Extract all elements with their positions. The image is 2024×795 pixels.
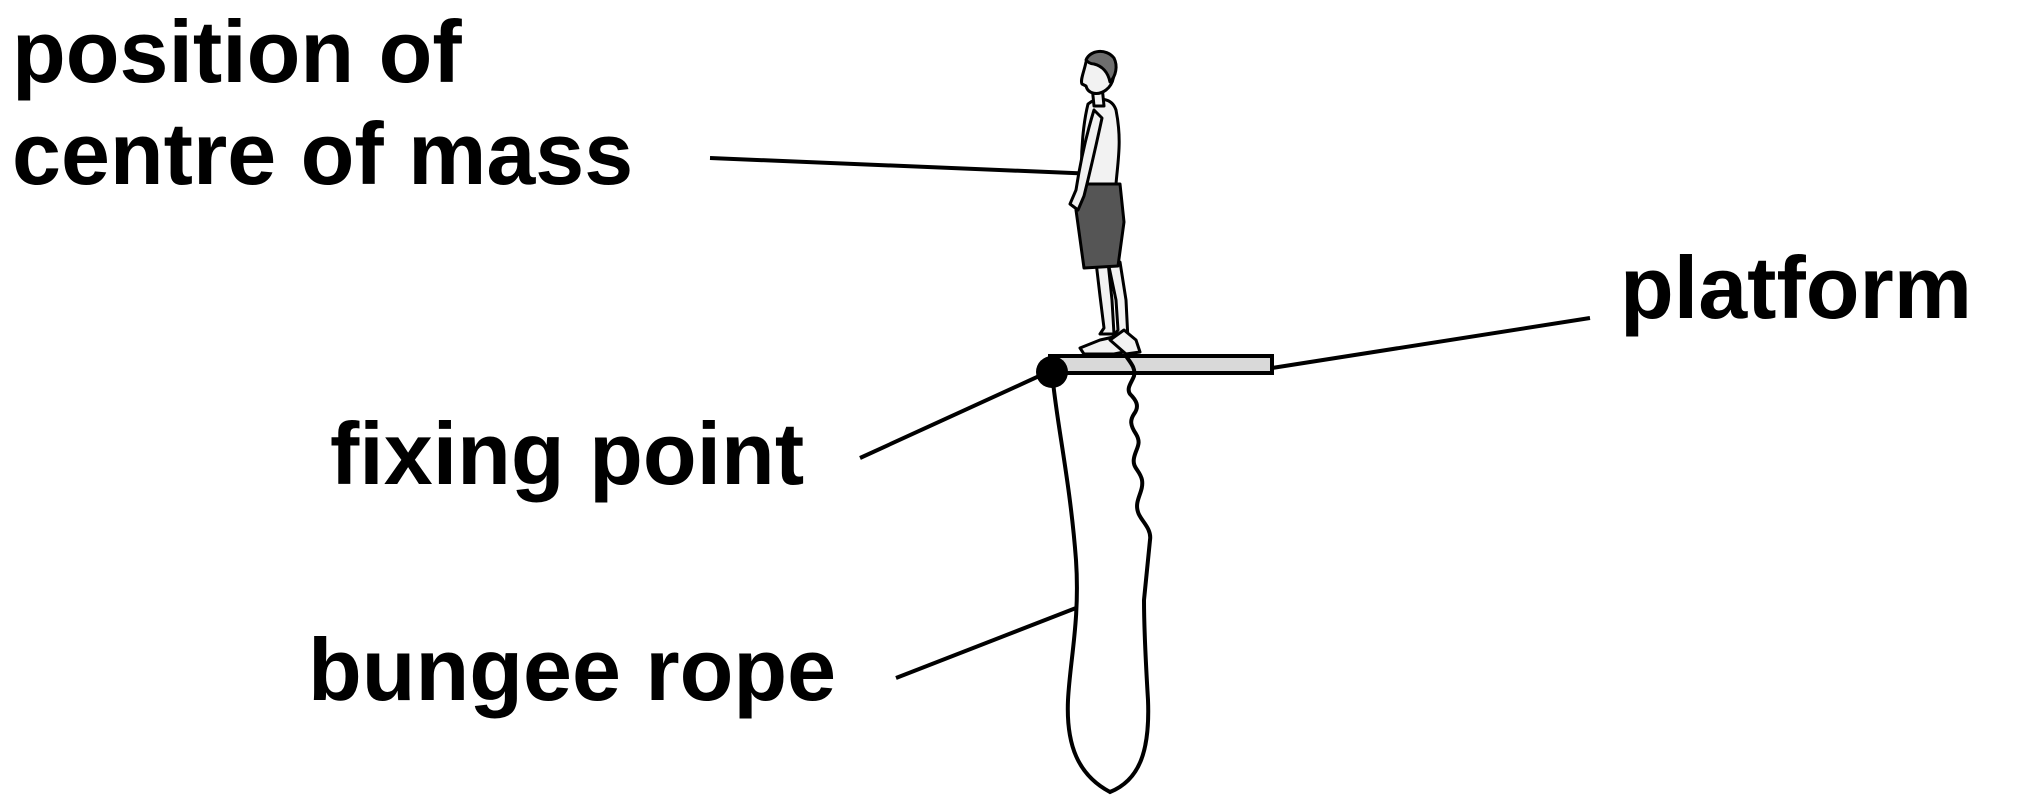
bungee-rope xyxy=(1050,354,1153,795)
label-position-of: position of xyxy=(12,2,462,101)
leader-line-bungee-rope xyxy=(895,606,1077,680)
label-bungee-rope: bungee rope xyxy=(308,620,836,719)
jumper-hair xyxy=(1084,50,1118,84)
label-fixing-point: fixing point xyxy=(330,404,804,503)
fixing-point-dot xyxy=(1036,356,1068,388)
label-platform: platform xyxy=(1620,238,1972,337)
jumper-arm xyxy=(1068,108,1104,212)
jumper-figure xyxy=(1068,50,1142,356)
platform xyxy=(1048,354,1274,375)
label-centre-of-mass: centre of mass xyxy=(12,104,633,203)
leader-line-fixing-point xyxy=(859,370,1049,460)
leader-line-platform xyxy=(1271,316,1591,370)
jumper-shoe-front xyxy=(1108,328,1142,356)
leader-line-centre-of-mass xyxy=(709,156,1097,176)
